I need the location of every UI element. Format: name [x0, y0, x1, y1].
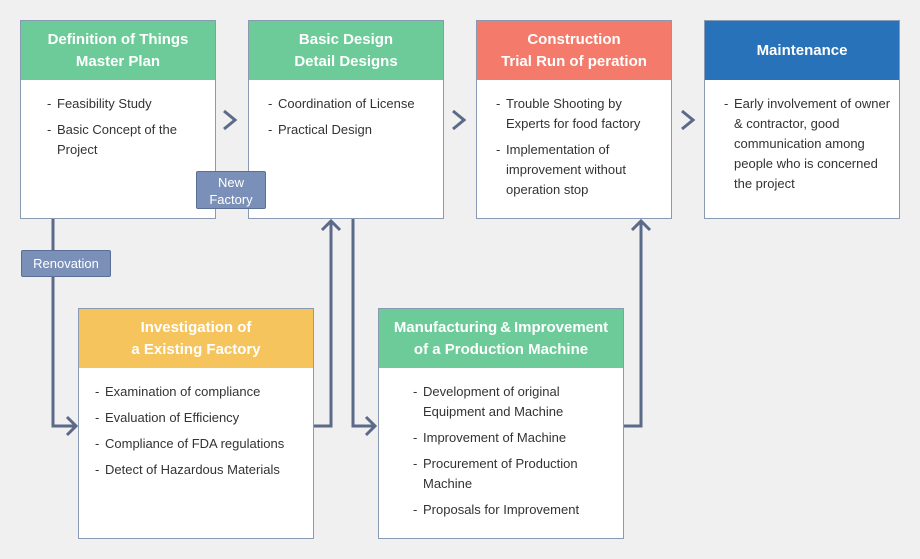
list-item: Trouble Shooting by Experts for food fac…	[496, 94, 663, 134]
definition-title-line1: Definition of Things	[47, 30, 189, 48]
investigation-list: Examination of compliance Evaluation of …	[95, 382, 307, 480]
manufacturing-box: Manufacturing & Improvement of a Product…	[378, 308, 624, 539]
arrow-chevron-2	[452, 109, 467, 131]
list-item: Practical Design	[268, 120, 437, 140]
arrowhead-basic-design	[320, 218, 342, 232]
construction-header: Construction Trial Run of peration	[477, 21, 671, 80]
list-item: Basic Concept of the Project	[47, 120, 205, 160]
list-item: Development of original Equipment and Ma…	[413, 382, 615, 422]
new-factory-tag: New Factory	[196, 171, 266, 209]
construction-title-line1: Construction	[527, 30, 621, 48]
construction-box: Construction Trial Run of peration Troub…	[476, 20, 672, 219]
maintenance-list: Early involvement of owner & contractor,…	[724, 94, 891, 194]
definition-list: Feasibility Study Basic Concept of the P…	[47, 94, 205, 160]
list-item: Compliance of FDA regulations	[95, 434, 307, 454]
manufacturing-list: Development of original Equipment and Ma…	[413, 382, 615, 520]
construction-list: Trouble Shooting by Experts for food fac…	[496, 94, 663, 200]
maintenance-header: Maintenance	[705, 21, 899, 80]
basic-design-title-line1: Basic Design	[298, 30, 394, 48]
arrowhead-investigation	[65, 415, 79, 437]
basic-design-list: Coordination of License Practical Design	[268, 94, 437, 140]
maintenance-box: Maintenance Early involvement of owner &…	[704, 20, 900, 219]
list-item: Feasibility Study	[47, 94, 205, 114]
list-item: Implementation of improvement without op…	[496, 140, 663, 200]
basic-design-header: Basic Design Detail Designs	[249, 21, 443, 80]
definition-title-line2: Master Plan	[75, 52, 161, 70]
arrowhead-construction	[630, 218, 652, 232]
list-item: Evaluation of Efficiency	[95, 408, 307, 428]
investigation-title-line1: Investigation of	[140, 318, 252, 336]
list-item: Early involvement of owner & contractor,…	[724, 94, 891, 194]
investigation-header: Investigation of a Existing Factory	[79, 309, 313, 368]
manufacturing-header: Manufacturing & Improvement of a Product…	[379, 309, 623, 368]
basic-design-box: Basic Design Detail Designs Coordination…	[248, 20, 444, 219]
manufacturing-title-line1: Manufacturing & Improvement	[393, 318, 609, 336]
investigation-title-line2: a Existing Factory	[131, 340, 261, 358]
arrow-chevron-3	[681, 109, 696, 131]
renovation-tag: Renovation	[21, 250, 111, 277]
connector-investigation-to-design	[313, 221, 333, 428]
definition-header: Definition of Things Master Plan	[21, 21, 215, 80]
list-item: Improvement of Machine	[413, 428, 615, 448]
list-item: Procurement of Production Machine	[413, 454, 615, 494]
arrowhead-manufacturing	[364, 415, 378, 437]
construction-title-line2: Trial Run of peration	[501, 52, 647, 70]
investigation-box: Investigation of a Existing Factory Exam…	[78, 308, 314, 539]
arrow-chevron-1	[223, 109, 238, 131]
connector-design-to-manufacturing	[351, 218, 375, 428]
definition-box: Definition of Things Master Plan Feasibi…	[20, 20, 216, 219]
maintenance-title: Maintenance	[756, 41, 848, 59]
list-item: Proposals for Improvement	[413, 500, 615, 520]
basic-design-title-line2: Detail Designs	[294, 52, 398, 70]
list-item: Coordination of License	[268, 94, 437, 114]
list-item: Detect of Hazardous Materials	[95, 460, 307, 480]
manufacturing-title-line2: of a Production Machine	[413, 340, 589, 358]
list-item: Examination of compliance	[95, 382, 307, 402]
connector-manufacturing-to-construction	[623, 221, 643, 428]
